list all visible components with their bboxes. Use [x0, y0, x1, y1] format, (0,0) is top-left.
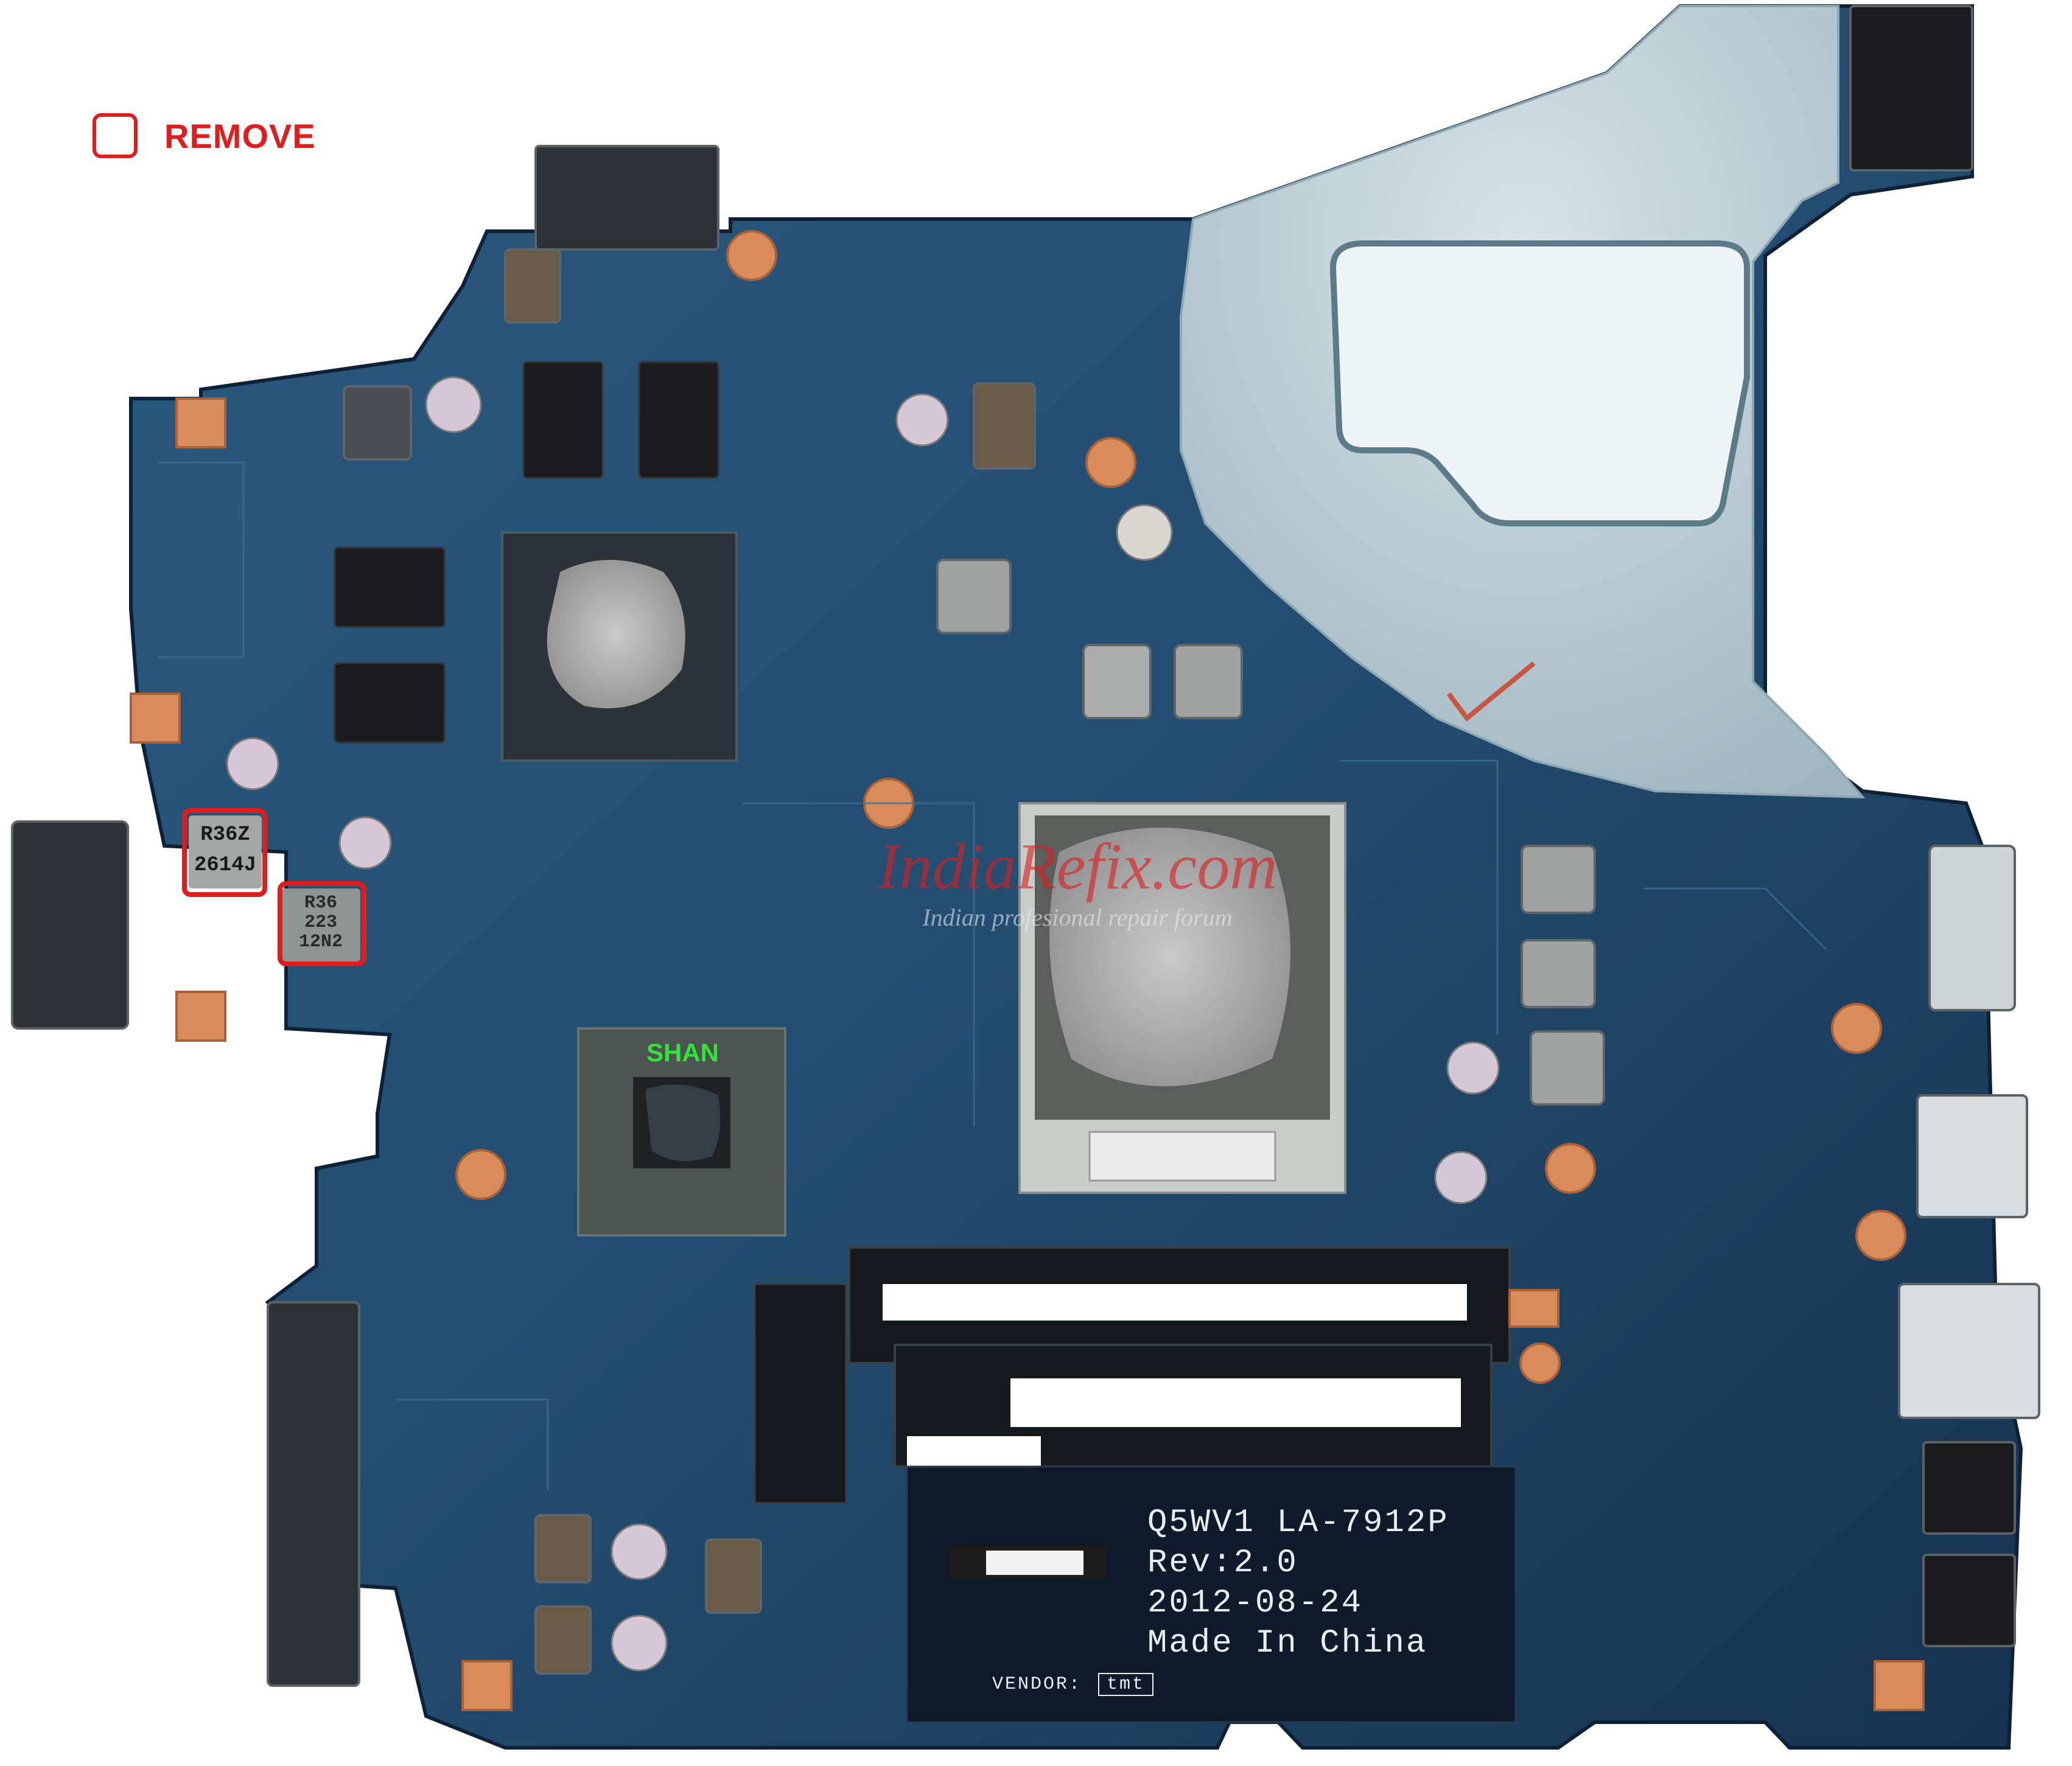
vendor-silkscreen: VENDOR: tmt: [992, 1672, 1154, 1697]
watermark-subtitle: Indian profesional repair forum: [922, 904, 1233, 931]
board-revision: Rev:2.0: [1147, 1544, 1298, 1582]
chipset: [577, 1027, 786, 1237]
inductor-code-bottom: 2614J: [194, 854, 257, 877]
shield-window: [1329, 240, 1750, 526]
chipset-marker-label: SHAN: [646, 1038, 719, 1067]
inductor-code-top: R36Z: [200, 823, 250, 846]
inductor-label-left: R36Z 2614J: [190, 824, 261, 876]
gpu-chip: [501, 531, 738, 762]
connectors: [11, 5, 2040, 1687]
board-model: Q5WV1 LA-7912P: [1147, 1504, 1449, 1541]
board-origin: Made In China: [1147, 1625, 1428, 1662]
highlighted-parts: [182, 808, 366, 966]
traces: [158, 461, 1827, 1491]
board-date: 2012-08-24: [1147, 1585, 1363, 1622]
board-silkscreen: Q5WV1 LA-7912P Rev:2.0 2012-08-24 Made I…: [1147, 1503, 1449, 1664]
inductor-alt-top: R36: [304, 893, 337, 913]
watermark: IndiaRefix.com Indian profesional repair…: [803, 834, 1351, 932]
cpu-socket: [1018, 802, 1346, 1194]
capacitors: [226, 376, 1500, 1672]
vendor-mark: tmt: [1098, 1673, 1154, 1696]
memory-slots: [754, 1246, 1517, 1723]
legend-swatch: [93, 113, 138, 158]
inductor-alt-mid: 223: [304, 912, 337, 933]
watermark-title: IndiaRefix.com: [877, 831, 1278, 903]
vendor-label: VENDOR:: [992, 1674, 1082, 1695]
inductors: [343, 248, 1605, 1675]
memory-chips: [334, 361, 719, 744]
check-mark: [1446, 661, 1536, 722]
mounting-pads: [130, 230, 1925, 1711]
legend: REMOVE: [93, 113, 316, 158]
inductor-alt-bottom: 12N2: [298, 932, 343, 952]
inductor-label-right: R36 223 12N2: [282, 893, 359, 952]
legend-label: REMOVE: [164, 116, 316, 155]
